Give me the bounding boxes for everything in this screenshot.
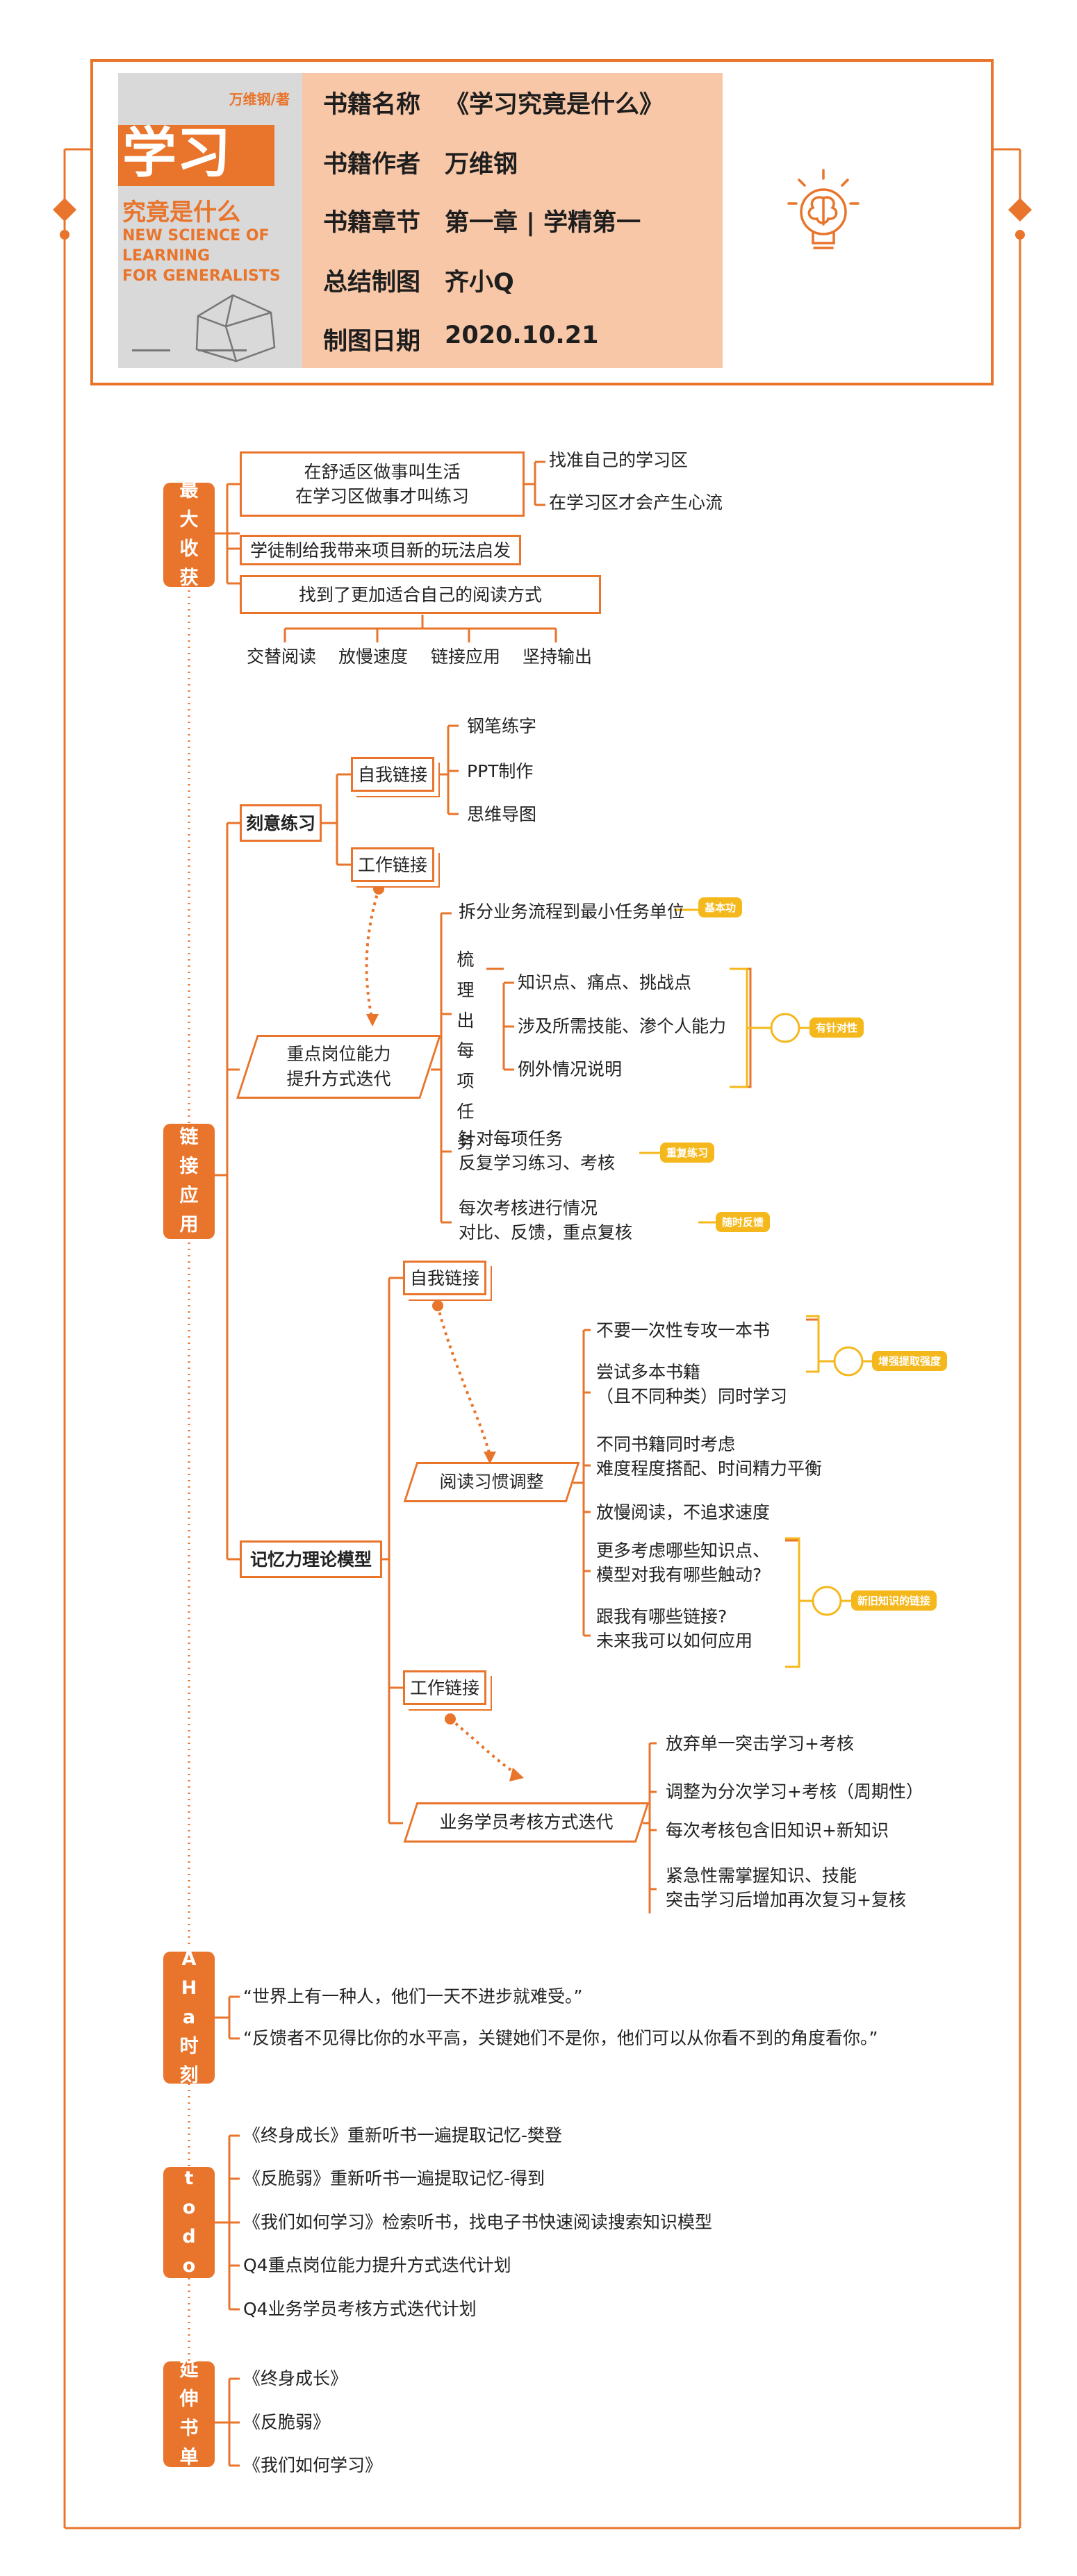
- tag-instant-feedback: 随时反馈: [716, 1212, 771, 1232]
- cover-english-1: NEW SCIENCE OF: [122, 227, 270, 244]
- cover-english-2: LEARNING: [122, 247, 211, 265]
- cover-title-large: 学习: [122, 122, 231, 185]
- sort-knowledge-pain-points: 知识点、痛点、挑战点: [518, 972, 692, 992]
- node-deliberate-practice[interactable]: 刻意练习: [240, 804, 322, 842]
- label-book-author: 书籍作者: [323, 151, 421, 178]
- book-info-panel: [302, 73, 723, 368]
- node-post-ability-iteration: 重点岗位能力提升方式迭代: [286, 1043, 391, 1089]
- node-memory-work-link[interactable]: 工作链接: [403, 1670, 486, 1705]
- node-trainee-assessment-iteration: 业务学员考核方式迭代: [439, 1811, 614, 1832]
- value-mapmaker: 齐小Q: [445, 269, 514, 297]
- reading-mode-alternate: 交替阅读: [247, 647, 317, 667]
- leaf-find-learning-zone: 找准自己的学习区: [549, 450, 689, 470]
- habit-balance-difficulty: 不同书籍同时考虑难度程度搭配、时间精力平衡: [596, 1434, 823, 1479]
- value-book-author: 万维钢: [445, 151, 518, 178]
- cover-isbn-mark: [198, 349, 247, 351]
- cover-publisher-mark: [132, 349, 170, 351]
- vertical-sort-each-task: 梳理出每项任务: [457, 949, 475, 1152]
- cover-title-small: 究竟是什么: [122, 199, 240, 226]
- repeat-practice-text: 针对每项任务反复学习练习、考核: [459, 1129, 616, 1173]
- todo-item-3: 《我们如何学习》检索听书，找电子书快速阅读搜索知识模型: [243, 2212, 713, 2232]
- tag-basic-skill: 基本功: [698, 897, 743, 917]
- self-item-ppt: PPT制作: [467, 761, 534, 781]
- trainee-abandon-cramming: 放弃单一突击学习+考核: [666, 1734, 854, 1754]
- value-book-chapter: 第一章 | 学精第一: [445, 209, 641, 237]
- review-feedback-text: 每次考核进行情况对比、反馈，重点复核: [459, 1198, 633, 1243]
- sort-exception-notes: 例外情况说明: [518, 1059, 623, 1079]
- polyhedron-icon: [195, 294, 276, 363]
- reading-mode-slow-down: 放慢速度: [338, 647, 409, 667]
- cover-title-band: [118, 125, 274, 186]
- trainee-urgent-review: 紧急性需掌握知识、技能突击学习后增加再次复习+复核: [666, 1865, 906, 1910]
- header-frame: [90, 59, 994, 385]
- reading-mode-link-apply: 链接应用: [431, 647, 501, 667]
- thinking-head-icon: [787, 169, 860, 249]
- habit-not-one-book: 不要一次性专攻一本书: [596, 1320, 771, 1340]
- node-memory-self-link[interactable]: 自我链接: [403, 1261, 486, 1295]
- todo-item-2: 《反脆弱》重新听书一遍提取记忆-得到: [243, 2168, 545, 2188]
- value-book-name: 《学习究竟是什么》: [445, 91, 664, 119]
- node-work-link[interactable]: 工作链接: [351, 847, 434, 882]
- extended-book-3: 《我们如何学习》: [243, 2455, 383, 2475]
- leaf-flow-in-learning-zone: 在学习区才会产生心流: [549, 492, 723, 513]
- habit-slow-reading: 放慢阅读，不追求速度: [596, 1502, 771, 1522]
- trainee-periodic-assessment: 调整为分次学习+考核（周期性）: [666, 1781, 923, 1802]
- node-reading-habit-adjust: 阅读习惯调整: [439, 1471, 544, 1492]
- extended-book-2: 《反脆弱》: [243, 2412, 331, 2432]
- tag-targeted: 有针对性: [809, 1017, 864, 1038]
- self-item-mind-map: 思维导图: [467, 804, 537, 824]
- task-split-business-flow: 拆分业务流程到最小任务单位: [459, 901, 685, 922]
- value-map-date: 2020.10.21: [445, 322, 599, 349]
- label-book-name: 书籍名称: [323, 91, 421, 119]
- habit-future-apply: 跟我有哪些链接?未来我可以如何应用: [596, 1606, 753, 1651]
- node-memory-theory-model[interactable]: 记忆力理论模型: [240, 1540, 382, 1578]
- label-book-chapter: 书籍章节: [323, 209, 421, 237]
- section-label-biggest-gain: 最大收获: [163, 480, 215, 589]
- node-self-link[interactable]: 自我链接: [351, 757, 434, 792]
- tag-new-old-link: 新旧知识的链接: [851, 1590, 937, 1611]
- section-label-link-apply: 链接应用: [163, 1124, 215, 1239]
- book-cover: 万维钢/著 学习 究竟是什么 NEW SCIENCE OF LEARNING F…: [118, 73, 302, 368]
- cover-author: 万维钢/著: [229, 91, 290, 108]
- aha-quote-feedback: “反馈者不见得比你的水平高，关键她们不是你，他们可以从你看不到的角度看你。”: [243, 2028, 878, 2048]
- node-better-reading-method[interactable]: 找到了更加适合自己的阅读方式: [240, 575, 601, 614]
- label-map-date: 制图日期: [323, 328, 421, 356]
- section-label-extended-reading: 延伸书单: [163, 2359, 215, 2468]
- trainee-old-new-knowledge: 每次考核包含旧知识+新知识: [666, 1820, 889, 1840]
- extended-book-1: 《终身成长》: [243, 2368, 348, 2388]
- reading-mode-keep-output: 坚持输出: [523, 647, 593, 667]
- label-mapmaker: 总结制图: [323, 269, 421, 297]
- habit-multiple-books: 尝试多本书籍（且不同种类）同时学习: [596, 1362, 788, 1406]
- cover-english-3: FOR GENERALISTS: [122, 267, 281, 285]
- tag-enhance-extraction: 增强提取强度: [872, 1351, 948, 1371]
- todo-item-1: 《终身成长》重新听书一遍提取记忆-樊登: [243, 2125, 563, 2145]
- node-comfort-vs-learning-zone[interactable]: 在舒适区做事叫生活在学习区做事才叫练习: [240, 451, 525, 517]
- sort-required-skills: 涉及所需技能、渗个人能力: [518, 1016, 727, 1036]
- todo-item-5: Q4业务学员考核方式迭代计划: [243, 2299, 477, 2319]
- habit-consider-knowledge: 更多考虑哪些知识点、模型对我有哪些触动?: [596, 1540, 771, 1585]
- todo-item-4: Q4重点岗位能力提升方式迭代计划: [243, 2255, 511, 2275]
- node-apprenticeship-inspiration[interactable]: 学徒制给我带来项目新的玩法启发: [240, 535, 521, 565]
- tag-repeat-practice: 重复练习: [660, 1142, 715, 1163]
- self-item-pen-writing: 钢笔练字: [467, 716, 537, 736]
- aha-quote-progress: “世界上有一种人，他们一天不进步就难受。”: [243, 1986, 583, 2006]
